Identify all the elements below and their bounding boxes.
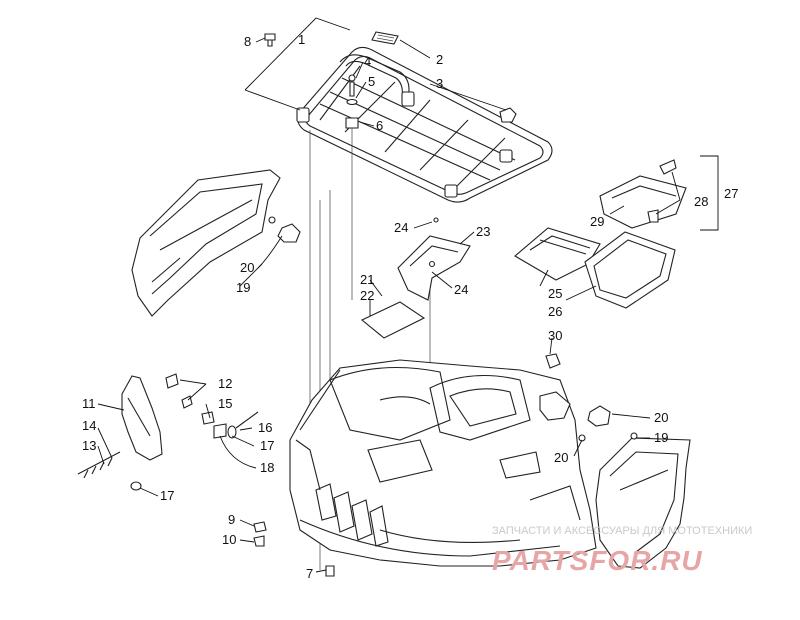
callout-2: 2 [436, 52, 443, 67]
callout-3: 3 [436, 76, 443, 91]
bracket-23 [397, 235, 471, 301]
callout-24-top: 24 [394, 220, 408, 235]
screw-left [268, 216, 276, 224]
left-front-panel [121, 375, 163, 461]
callout-13: 13 [82, 438, 96, 453]
callout-8: 8 [244, 34, 251, 49]
watermark-logo: PARTSFOR.RU [492, 545, 703, 576]
bracket-30 [539, 391, 571, 421]
rack-fasteners [345, 74, 359, 129]
callout-20-mid: 20 [554, 450, 568, 465]
callout-26: 26 [548, 304, 562, 319]
nut-20-right [630, 432, 638, 440]
callout-22: 22 [360, 288, 374, 303]
washer-9 [253, 521, 267, 533]
callout-21: 21 [360, 272, 374, 287]
callout-6: 6 [376, 118, 383, 133]
callout-28: 28 [694, 194, 708, 209]
storage-lid-25 [514, 227, 601, 281]
callout-25: 25 [548, 286, 562, 301]
callout-16: 16 [258, 420, 272, 435]
screw-10 [253, 535, 265, 547]
callout-27: 27 [724, 186, 738, 201]
callout-19-left: 19 [236, 280, 250, 295]
watermark-subtitle: ЗАПЧАСТИ И АКСЕССУАРЫ ДЛЯ МОТОТЕХНИКИ [492, 525, 752, 537]
callout-7: 7 [306, 566, 313, 581]
bolt-8 [264, 33, 276, 47]
reference-lines [309, 128, 431, 570]
callout-15: 15 [218, 396, 232, 411]
callout-1: 1 [298, 32, 305, 47]
callout-12: 12 [218, 376, 232, 391]
push-nut-20-right [587, 405, 611, 427]
right-side-panel [595, 437, 691, 569]
rack-decal [371, 31, 399, 45]
watermark: ЗАПЧАСТИ И АКСЕССУАРЫ ДЛЯ МОТОТЕХНИКИ PA… [492, 525, 752, 576]
leader-1b [244, 89, 301, 111]
callout-23: 23 [476, 224, 490, 239]
callout-5: 5 [368, 74, 375, 89]
storage-box-26 [584, 231, 676, 309]
plate-22 [360, 301, 426, 339]
callout-19-right: 19 [654, 430, 668, 445]
bracket-27 [700, 155, 719, 231]
nut-7 [325, 565, 335, 577]
spring-parts [77, 373, 259, 491]
callout-18: 18 [260, 460, 274, 475]
leader-lines [97, 37, 681, 573]
nut-3 [499, 107, 517, 123]
callout-17-a: 17 [260, 438, 274, 453]
callout-labels: 1 2 3 4 5 6 7 8 9 10 11 12 13 14 15 16 1… [82, 32, 738, 581]
grommet-30 [545, 353, 561, 369]
callout-4: 4 [364, 54, 371, 69]
callout-29: 29 [590, 214, 604, 229]
tool-kit [599, 159, 687, 229]
front-body [289, 359, 597, 567]
callout-9: 9 [228, 512, 235, 527]
leader-1 [244, 17, 351, 91]
callout-11: 11 [82, 396, 96, 411]
callout-14: 14 [82, 418, 96, 433]
rear-rack [296, 46, 553, 203]
callout-30: 30 [548, 328, 562, 343]
left-side-panel [131, 169, 281, 317]
screw-24 [433, 217, 439, 223]
callout-17-b: 17 [160, 488, 174, 503]
callout-20-right: 20 [654, 410, 668, 425]
callout-24-bottom: 24 [454, 282, 468, 297]
push-nut-20-left [277, 223, 301, 243]
callout-20-left: 20 [240, 260, 254, 275]
callout-10: 10 [222, 532, 236, 547]
